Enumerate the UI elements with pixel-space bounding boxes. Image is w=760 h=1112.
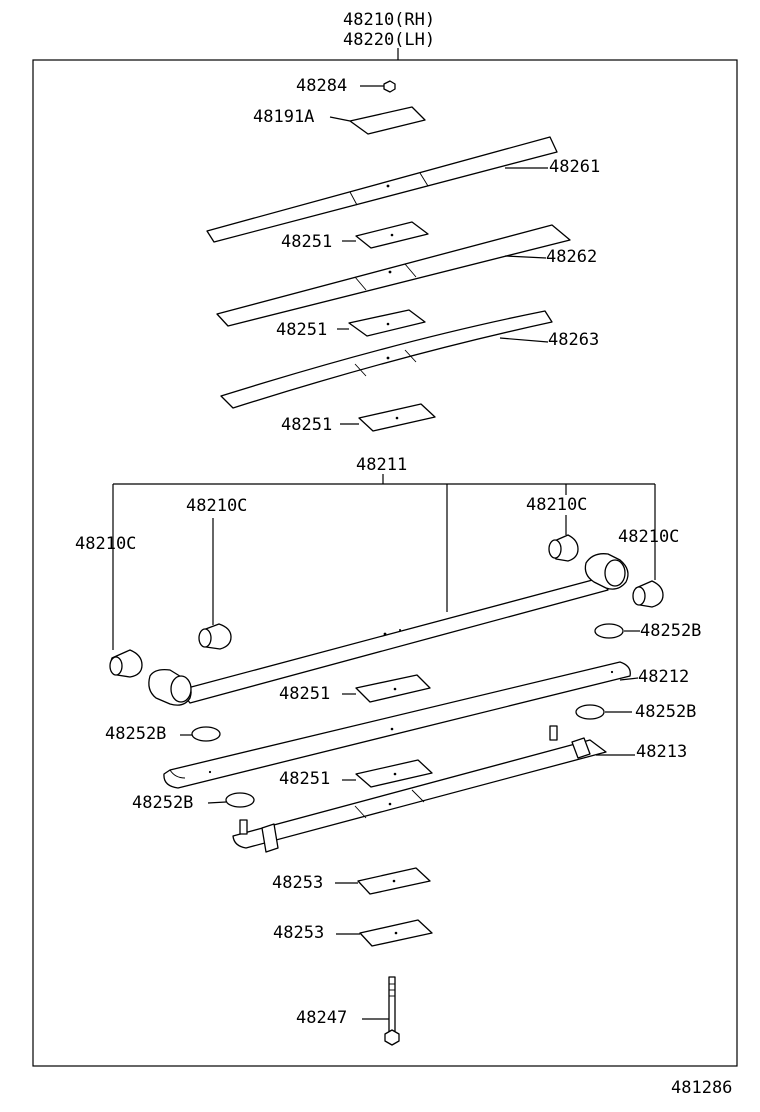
part-48213-leaf[interactable] (232, 725, 635, 853)
part-label-48220-lh[interactable]: 48220(LH) (343, 30, 435, 50)
diagram-frame (32, 59, 738, 1067)
part-48251-pad-e[interactable] (342, 759, 433, 788)
part-label-48252b-b[interactable]: 48252B (105, 724, 166, 744)
part-48252b-cap-b[interactable] (180, 726, 221, 742)
part-label-48210c-c[interactable]: 48210C (75, 534, 136, 554)
part-48247-center-bolt[interactable] (362, 976, 400, 1046)
part-label-48252b-c[interactable]: 48252B (635, 702, 696, 722)
part-48212-leaf[interactable] (163, 661, 639, 789)
part-48210c-bushing-d[interactable] (632, 580, 664, 608)
part-48261-leaf[interactable] (206, 136, 558, 243)
part-48252b-cap-d[interactable] (207, 792, 255, 808)
part-48253-plate-b[interactable] (336, 919, 433, 947)
part-48251-pad-b[interactable] (337, 309, 426, 337)
part-label-48261[interactable]: 48261 (549, 157, 600, 177)
part-label-48211[interactable]: 48211 (356, 455, 407, 475)
part-label-48210-rh[interactable]: 48210(RH) (343, 10, 435, 30)
part-label-48253-a[interactable]: 48253 (272, 873, 323, 893)
part-48251-pad-d[interactable] (342, 674, 431, 703)
part-48210c-bushing-c[interactable] (109, 649, 143, 678)
part-48252b-cap-c[interactable] (575, 704, 632, 720)
part-label-48212[interactable]: 48212 (638, 667, 689, 687)
diagram-number: 481286 (671, 1078, 732, 1098)
part-label-48210c-b[interactable]: 48210C (526, 495, 587, 515)
part-label-48284[interactable]: 48284 (296, 76, 347, 96)
part-label-48251-e[interactable]: 48251 (279, 769, 330, 789)
part-label-48210c-d[interactable]: 48210C (618, 527, 679, 547)
part-48262-leaf[interactable] (216, 224, 571, 327)
part-label-48263[interactable]: 48263 (548, 330, 599, 350)
part-label-48210c-a[interactable]: 48210C (186, 496, 247, 516)
part-48263-leaf[interactable] (220, 310, 553, 409)
part-48210c-bushing-b[interactable] (548, 515, 579, 562)
part-48211-main-leaf[interactable] (148, 553, 629, 706)
part-48191a-plate[interactable] (329, 106, 426, 135)
part-48251-pad-a[interactable] (342, 221, 429, 249)
part-48251-pad-c[interactable] (340, 403, 436, 432)
part-label-48253-b[interactable]: 48253 (273, 923, 324, 943)
assembly-48211-leader-lines (112, 474, 656, 650)
part-label-48262[interactable]: 48262 (546, 247, 597, 267)
part-label-48191a[interactable]: 48191A (253, 107, 314, 127)
part-48252b-cap-a[interactable] (594, 623, 640, 639)
part-label-48251-d[interactable]: 48251 (279, 684, 330, 704)
part-label-48251-c[interactable]: 48251 (281, 415, 332, 435)
part-label-48251-b[interactable]: 48251 (276, 320, 327, 340)
part-label-48247[interactable]: 48247 (296, 1008, 347, 1028)
part-48284-nut[interactable] (360, 80, 396, 93)
part-label-48252b-a[interactable]: 48252B (640, 621, 701, 641)
part-label-48251-a[interactable]: 48251 (281, 232, 332, 252)
part-48210c-bushing-a[interactable] (198, 518, 232, 650)
part-48253-plate-a[interactable] (335, 867, 431, 895)
part-label-48252b-d[interactable]: 48252B (132, 793, 193, 813)
part-label-48213[interactable]: 48213 (636, 742, 687, 762)
